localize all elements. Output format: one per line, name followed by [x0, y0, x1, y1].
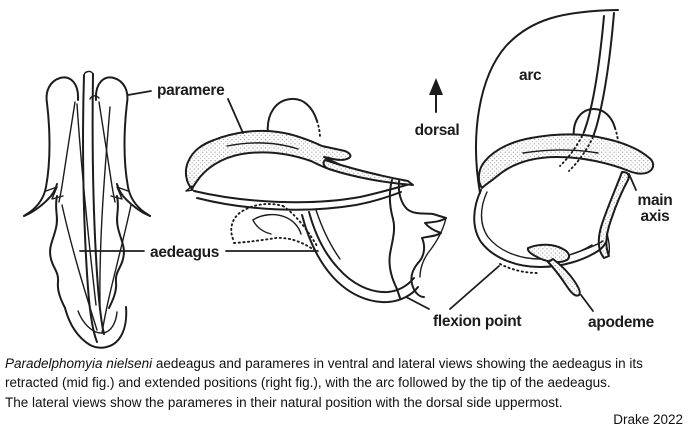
leader-paramere-left — [127, 90, 152, 96]
extended-aedeagus-band — [583, 15, 605, 133]
aedeagus-shaft — [82, 74, 98, 343]
label-dorsal: dorsal — [415, 122, 460, 139]
attribution: Drake 2022 — [613, 412, 683, 427]
ventral-base — [64, 306, 128, 349]
dome-behind — [572, 108, 616, 139]
label-aedeagus: aedeagus — [150, 244, 219, 261]
leader-paramere-mid — [227, 98, 244, 134]
caption-line-1: Paradelphomyia nielseni aedeagus and par… — [5, 356, 643, 371]
aedeagus-fold — [301, 214, 419, 304]
ventral-view-figure — [23, 70, 151, 349]
leader-flexion-mid — [405, 296, 430, 310]
lateral-retracted-figure — [184, 97, 447, 304]
label-paramere: paramere — [157, 82, 225, 99]
lateral-extended-figure — [473, 9, 655, 297]
paramere-body-right — [477, 133, 655, 189]
annotations: paramere aedeagus arc main axis flexion … — [79, 67, 673, 331]
paramere-dome — [266, 97, 318, 135]
leader-flexion-right — [449, 265, 500, 310]
leader-apodeme — [580, 294, 594, 312]
dorsal-direction-indicator: dorsal — [415, 78, 460, 139]
figure-caption: Paradelphomyia nielseni aedeagus and par… — [5, 354, 695, 412]
arc-curve — [475, 9, 619, 194]
label-flexion-point: flexion point — [433, 313, 521, 330]
retracted-aedeagus-dotted — [230, 203, 284, 240]
apodeme-shape — [547, 258, 581, 297]
leader-main-axis — [628, 173, 637, 191]
caption-line-2: retracted (mid fig.) and extended positi… — [5, 375, 611, 391]
caption-line-3: The lateral views show the parameres in … — [5, 394, 563, 410]
label-main-axis-2: axis — [641, 208, 670, 225]
anatomy-illustration: dorsal paramere aedeagus arc main axis f… — [23, 9, 673, 349]
left-paramere-outline — [23, 76, 80, 217]
right-paramere-outline — [94, 76, 151, 217]
label-apodeme: apodeme — [588, 314, 655, 331]
label-main-axis: main — [638, 192, 673, 209]
paramere-arm-loop — [473, 189, 609, 268]
species-name: Paradelphomyia nielseni — [5, 356, 153, 371]
dorsal-arrow-head — [429, 78, 443, 95]
label-arc: arc — [519, 67, 542, 84]
